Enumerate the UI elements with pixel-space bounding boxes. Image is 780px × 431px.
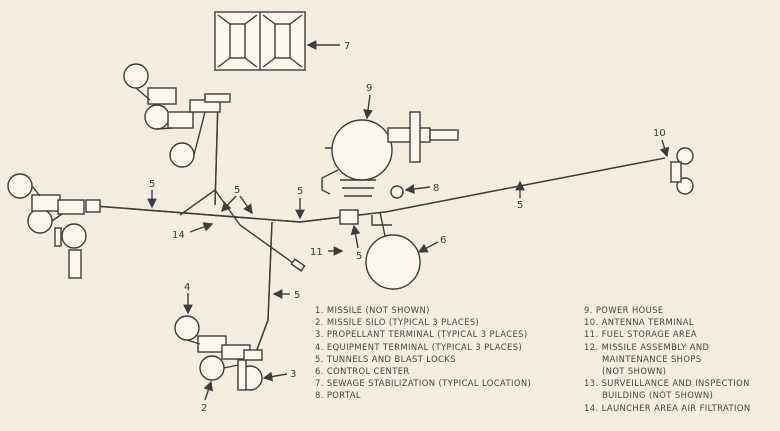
legend-item: 12. MISSILE ASSEMBLY AND <box>584 341 710 352</box>
callout-5: 5 <box>517 200 523 211</box>
legend-item: 5. TUNNELS AND BLAST LOCKS <box>315 353 456 364</box>
launch-complex-south <box>174 315 263 391</box>
callout-5: 5 <box>294 290 300 301</box>
legend-item: 14. LAUNCHER AREA AIR FILTRATION <box>584 402 751 413</box>
legend-right: 9. POWER HOUSE 10. ANTENNA TERMINAL 11. … <box>584 304 751 414</box>
legend-item: MAINTENANCE SHOPS <box>602 353 702 364</box>
callout-5: 5 <box>234 185 240 196</box>
launch-complex-west <box>7 173 101 279</box>
callout-5: 5 <box>149 179 155 190</box>
legend-item: (NOT SHOWN) <box>602 366 667 377</box>
callout-3: 3 <box>290 369 296 380</box>
legend-item: 8. PORTAL <box>315 390 361 401</box>
legend-item: 4. EQUIPMENT TERMINAL (TYPICAL 3 PLACES) <box>315 341 523 352</box>
callout-7: 7 <box>344 41 350 52</box>
legend-item: BUILDING (NOT SHOWN) <box>602 390 714 401</box>
legend-item: 1. MISSILE (NOT SHOWN) <box>315 305 430 315</box>
callout-5: 5 <box>297 186 303 197</box>
control-center <box>365 234 421 290</box>
callout-4: 4 <box>184 282 190 293</box>
callout-11: 11 <box>310 247 323 258</box>
callout-10: 10 <box>653 128 666 139</box>
callout-2: 2 <box>201 403 207 414</box>
legend-left: 1. MISSILE (NOT SHOWN) 2. MISSILE SILO (… <box>315 304 531 402</box>
legend-item: 13. SURVEILLANCE AND INSPECTION <box>584 378 750 389</box>
portal <box>390 185 404 199</box>
legend-item: 9. POWER HOUSE <box>584 305 664 315</box>
power-house <box>321 111 459 197</box>
sewage-stabilization <box>214 11 340 71</box>
legend-item: 11. FUEL STORAGE AREA <box>584 329 698 340</box>
callout-5: 5 <box>356 251 362 262</box>
callout-14: 14 <box>172 230 185 241</box>
legend-item: 10. ANTENNA TERMINAL <box>584 317 694 328</box>
fuel-storage <box>339 209 359 225</box>
callout-9: 9 <box>366 83 372 94</box>
callout-6: 6 <box>440 235 446 246</box>
legend-item: 7. SEWAGE STABILIZATION (TYPICAL LOCATIO… <box>315 378 532 389</box>
legend-item: 6. CONTROL CENTER <box>315 366 410 377</box>
callout-arrows <box>147 94 670 401</box>
launch-complex-north <box>123 63 231 168</box>
callout-8: 8 <box>433 183 439 194</box>
antenna-terminal <box>670 147 694 195</box>
legend-item: 3. PROPELLANT TERMINAL (TYPICAL 3 PLACES… <box>315 329 528 340</box>
legend-item: 2. MISSILE SILO (TYPICAL 3 PLACES) <box>315 317 480 328</box>
